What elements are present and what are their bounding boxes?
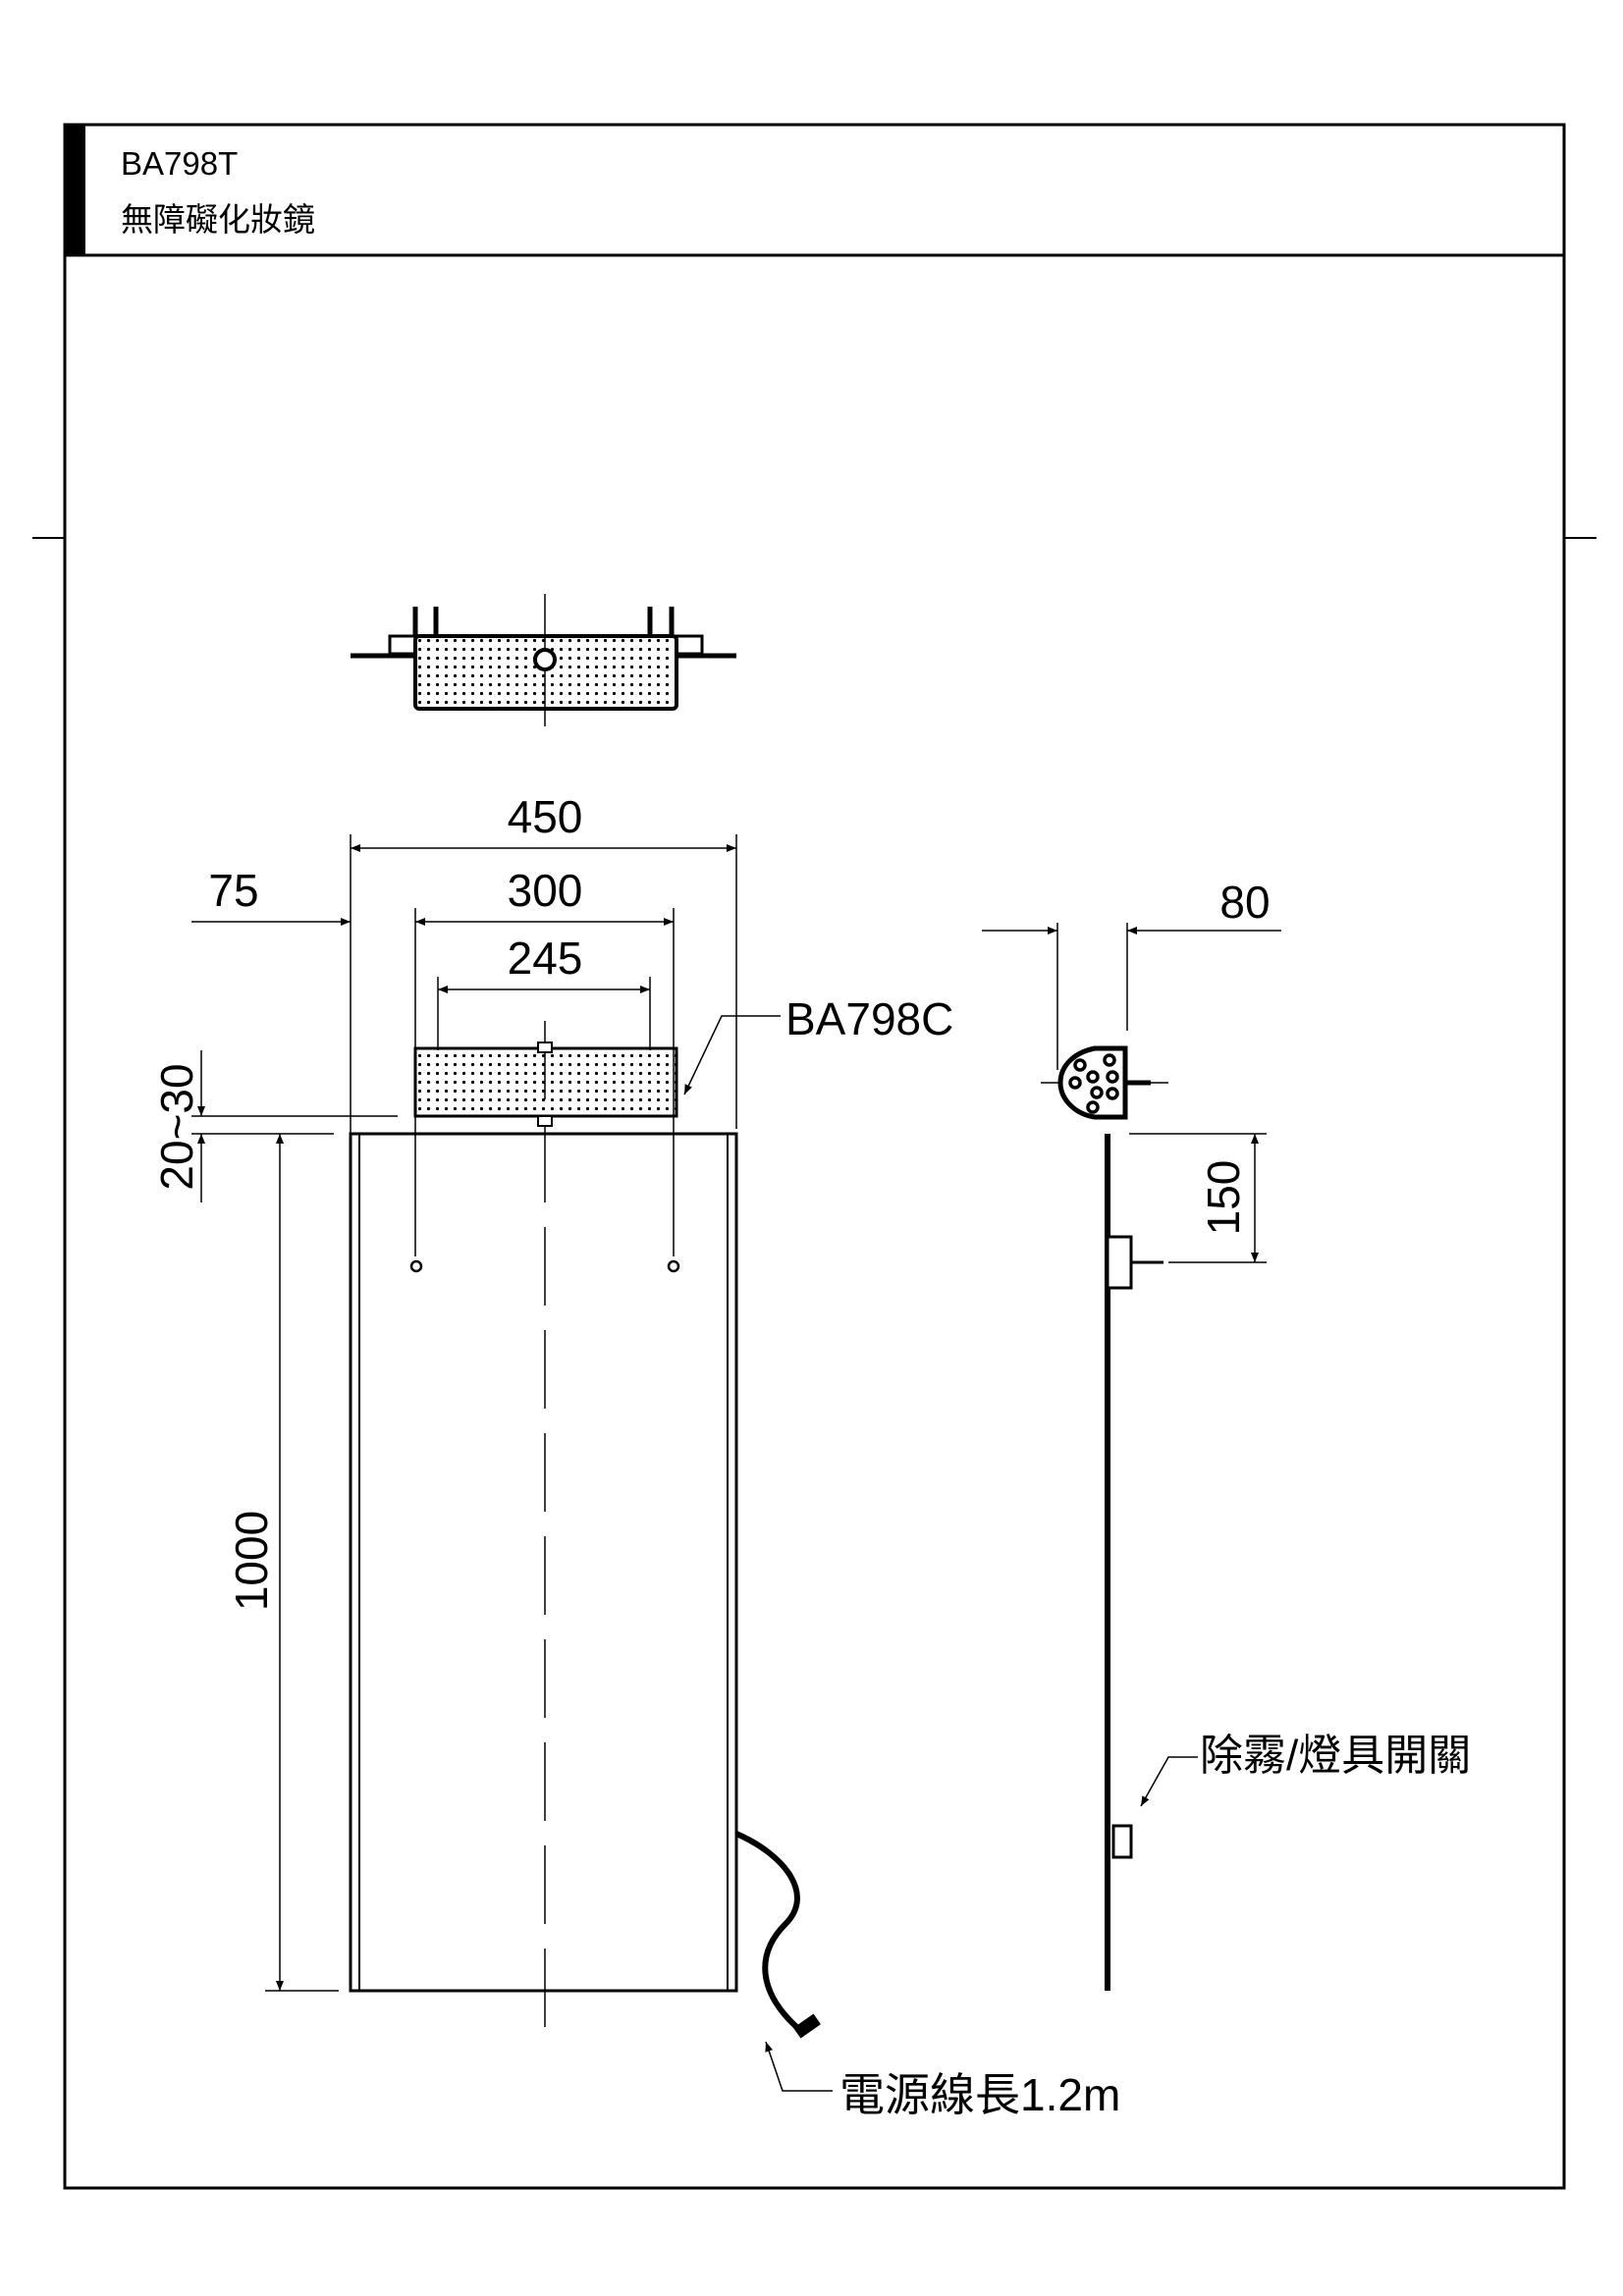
- side-view: [1041, 1045, 1168, 1991]
- side-dimensions: [765, 923, 1281, 2092]
- mounting-hole: [667, 1259, 680, 1273]
- dim-300: 300: [508, 865, 583, 916]
- device-ba798c: [413, 1046, 678, 1118]
- header-bar: [65, 125, 85, 255]
- switch-label: 除霧/燈具開關: [1200, 1732, 1471, 1780]
- dim-80: 80: [1219, 877, 1270, 928]
- model-title: BA798T: [121, 145, 238, 182]
- device-label: BA798C: [785, 993, 953, 1044]
- dim-1000: 1000: [226, 1511, 277, 1611]
- dim-150: 150: [1198, 1160, 1249, 1236]
- switch: [1111, 1824, 1133, 1859]
- dim-20-30: 20~30: [151, 1063, 202, 1190]
- mirror-outline: [349, 1132, 738, 1993]
- top-view: [351, 594, 736, 726]
- dim-75: 75: [208, 865, 258, 916]
- dimension-lines: [191, 834, 781, 1992]
- drawing-frame: [32, 123, 1596, 2190]
- power-cord: [734, 1831, 804, 2035]
- mounting-hole: [409, 1259, 423, 1273]
- product-name: 無障礙化妝鏡: [121, 201, 315, 238]
- dim-245: 245: [508, 933, 583, 984]
- front-view: [349, 1021, 821, 2039]
- cord-label: 電源線長1.2m: [839, 2069, 1120, 2120]
- dim-450: 450: [508, 791, 583, 842]
